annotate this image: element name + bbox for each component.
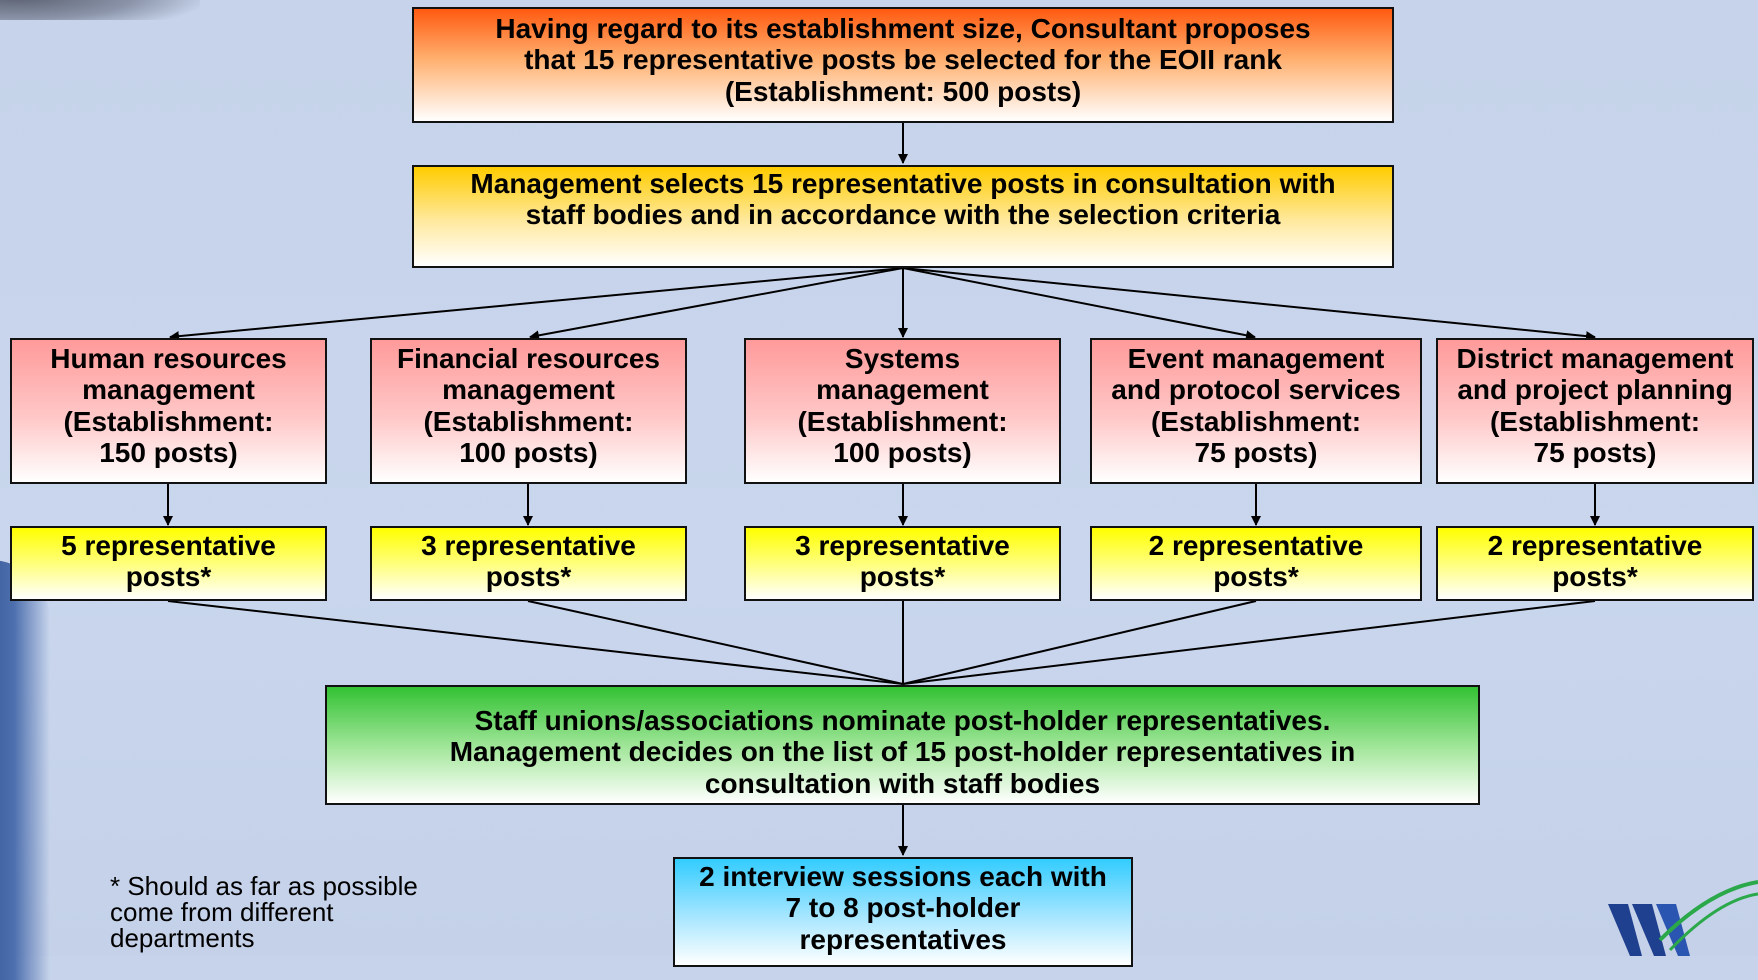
line-posts-4-to-nomination bbox=[902, 600, 1257, 685]
selection-box: Management selects 15 representative pos… bbox=[412, 165, 1394, 268]
flow-connectors bbox=[163, 123, 1600, 856]
arrow-selection-to-dept-4 bbox=[902, 267, 1256, 341]
posts-box-financial-resources: 3 representative posts* bbox=[370, 526, 687, 601]
interview-box: 2 interview sessions each with 7 to 8 po… bbox=[673, 857, 1133, 967]
posts-box-systems: 3 representative posts* bbox=[744, 526, 1061, 601]
department-box-event-management: Event management and protocol services (… bbox=[1090, 338, 1422, 484]
footnote: * Should as far as possible come from di… bbox=[110, 871, 418, 953]
line-posts-1-to-nomination bbox=[167, 600, 904, 685]
posts-box-event-management: 2 representative posts* bbox=[1090, 526, 1422, 601]
corner-decoration-top bbox=[0, 0, 200, 20]
arrow-selection-to-dept-2 bbox=[529, 267, 904, 341]
line-posts-5-to-nomination bbox=[902, 600, 1596, 685]
department-box-district-management: District management and project planning… bbox=[1436, 338, 1754, 484]
department-box-systems: Systems management (Establishment: 100 p… bbox=[744, 338, 1061, 484]
posts-box-human-resources: 5 representative posts* bbox=[10, 526, 327, 601]
corner-decoration-left bbox=[0, 560, 50, 980]
department-box-financial-resources: Financial resources management (Establis… bbox=[370, 338, 687, 484]
department-box-human-resources: Human resources management (Establishmen… bbox=[10, 338, 327, 484]
line-posts-2-to-nomination bbox=[527, 600, 904, 685]
arrow-selection-to-dept-5 bbox=[902, 267, 1596, 342]
posts-box-district-management: 2 representative posts* bbox=[1436, 526, 1754, 601]
w-logo-icon bbox=[1608, 880, 1758, 956]
arrow-selection-to-dept-1 bbox=[169, 267, 904, 342]
proposal-box: Having regard to its establishment size,… bbox=[412, 7, 1394, 123]
nomination-box: Staff unions/associations nominate post-… bbox=[325, 685, 1480, 805]
